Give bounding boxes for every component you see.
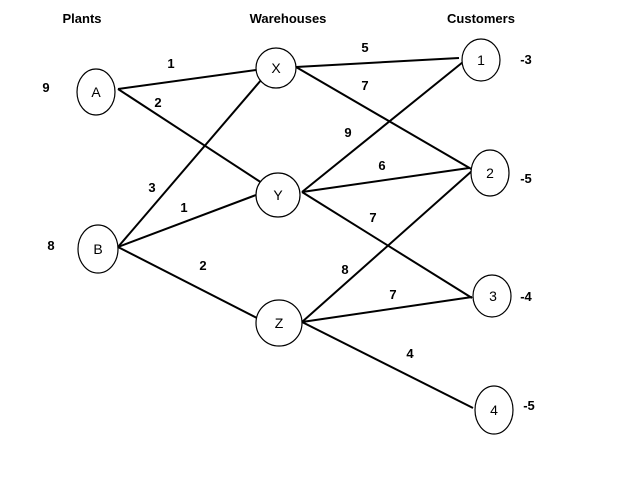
- cost-X-2: 7: [361, 78, 368, 93]
- node-label: 4: [490, 402, 498, 418]
- cost-Y-1: 9: [344, 125, 351, 140]
- node-Z: Z: [255, 299, 303, 347]
- cost-B-Y: 1: [180, 200, 187, 215]
- demand-1: -3: [520, 52, 532, 67]
- edge-A-X: [117, 69, 257, 90]
- demand-4: -5: [523, 398, 535, 413]
- cost-Y-3: 7: [369, 210, 376, 225]
- node-label: 1: [477, 52, 485, 68]
- edge-Z-3: [301, 296, 473, 323]
- node-label: 3: [489, 288, 497, 304]
- edge-A-Y: [117, 88, 263, 184]
- edge-Y-1: [301, 61, 464, 193]
- cost-X-1: 5: [361, 40, 368, 55]
- node-circle: [470, 149, 510, 197]
- node-label: Z: [275, 315, 284, 331]
- node-circle: [255, 299, 303, 347]
- demand-2: -5: [520, 171, 532, 186]
- edge-Y-2: [301, 167, 470, 193]
- node-label: X: [271, 60, 281, 76]
- demand-3: -4: [520, 289, 532, 304]
- edge-Z-2: [301, 169, 474, 323]
- cost-B-Z: 2: [199, 258, 206, 273]
- node-2: 2: [470, 149, 510, 197]
- edges: [117, 57, 474, 409]
- supply-A: 9: [42, 80, 49, 95]
- node-circle: [461, 38, 501, 82]
- edge-B-Y: [117, 194, 257, 248]
- node-label: B: [93, 241, 102, 257]
- cost-Y-2: 6: [378, 158, 385, 173]
- node-circle: [474, 385, 514, 435]
- node-label: Y: [273, 187, 283, 203]
- node-label: A: [91, 84, 101, 100]
- supply-B: 8: [47, 238, 54, 253]
- node-4: 4: [474, 385, 514, 435]
- cost-A-Y: 2: [154, 95, 161, 110]
- node-label: 2: [486, 165, 494, 181]
- edge-B-X: [117, 78, 263, 248]
- cost-Z-2: 8: [341, 262, 348, 277]
- node-1: 1: [461, 38, 501, 82]
- node-circle: [76, 68, 116, 116]
- node-circle: [255, 47, 297, 89]
- cost-Z-3: 7: [389, 287, 396, 302]
- edge-B-Z: [117, 246, 258, 319]
- edge-Z-4: [301, 321, 474, 409]
- cost-B-X: 3: [148, 180, 155, 195]
- node-X: X: [255, 47, 297, 89]
- edge-costs: 1 2 3 1 2 5 7 9 6 7 8 7 4: [148, 40, 414, 361]
- cost-Z-4: 4: [406, 346, 414, 361]
- header-customers: Customers: [447, 11, 515, 26]
- header-plants: Plants: [62, 11, 101, 26]
- edge-Y-3: [301, 191, 473, 299]
- node-3: 3: [472, 274, 512, 318]
- node-B: B: [77, 224, 119, 274]
- node-circle: [77, 224, 119, 274]
- cost-A-X: 1: [167, 56, 174, 71]
- node-A: A: [76, 68, 116, 116]
- node-Y: Y: [255, 172, 301, 218]
- edge-X-2: [295, 66, 474, 171]
- node-circle: [472, 274, 512, 318]
- node-circle: [255, 172, 301, 218]
- supply-demand-values: 9 8 -3 -5 -4 -5: [42, 52, 534, 413]
- header-warehouses: Warehouses: [250, 11, 327, 26]
- edge-X-1: [295, 57, 460, 68]
